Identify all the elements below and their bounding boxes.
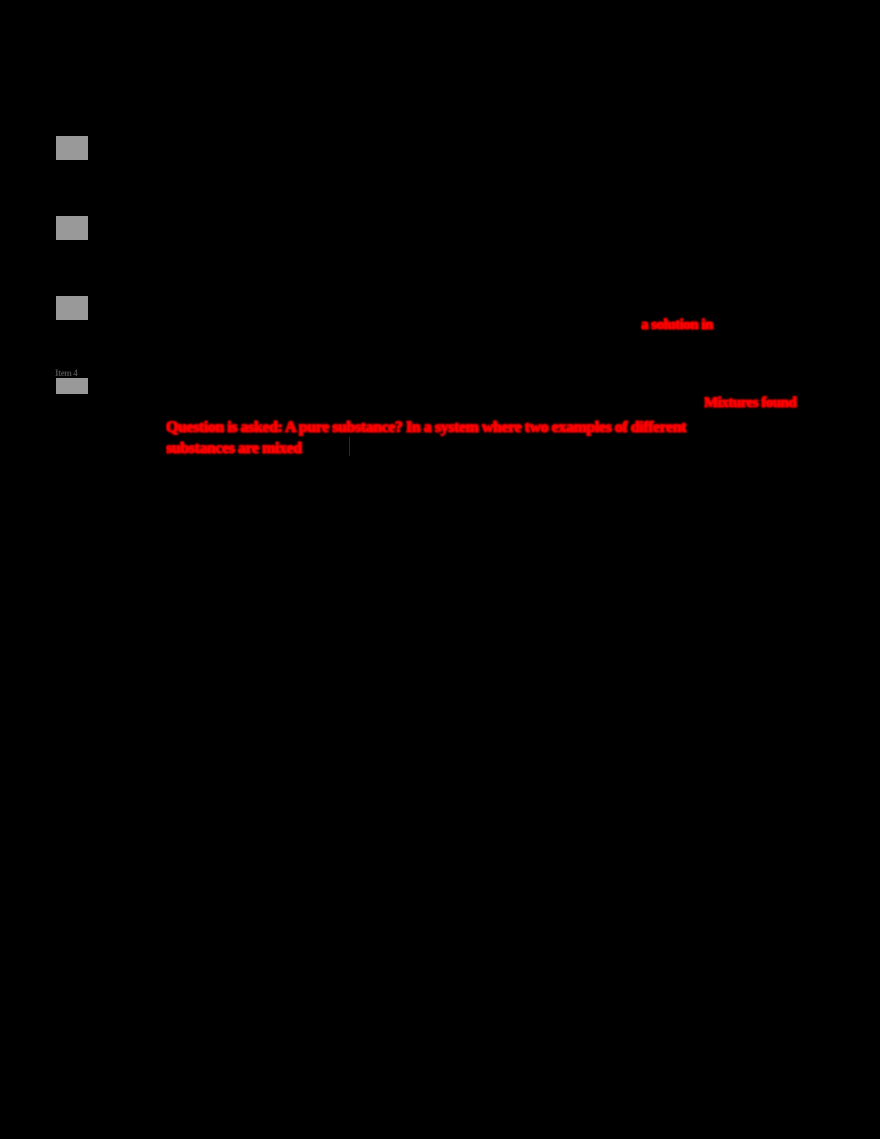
red-paragraph-line-2: substances are mixed [166,440,302,457]
red-paragraph-line-1: Question is asked: A pure substance? In … [166,419,687,436]
red-text-fragment-upper: a solution in [641,317,713,333]
redaction-block-4 [56,378,88,394]
redaction-block-1 [56,136,88,160]
red-text-fragment-mid: Mixtures found [704,395,797,411]
text-caret [349,437,350,456]
redaction-block-2 [56,216,88,240]
red-paragraph: Question is asked: A pure substance? In … [166,417,774,459]
redaction-block-4-caption: Item 4 [55,368,78,378]
redaction-block-3 [56,296,88,320]
